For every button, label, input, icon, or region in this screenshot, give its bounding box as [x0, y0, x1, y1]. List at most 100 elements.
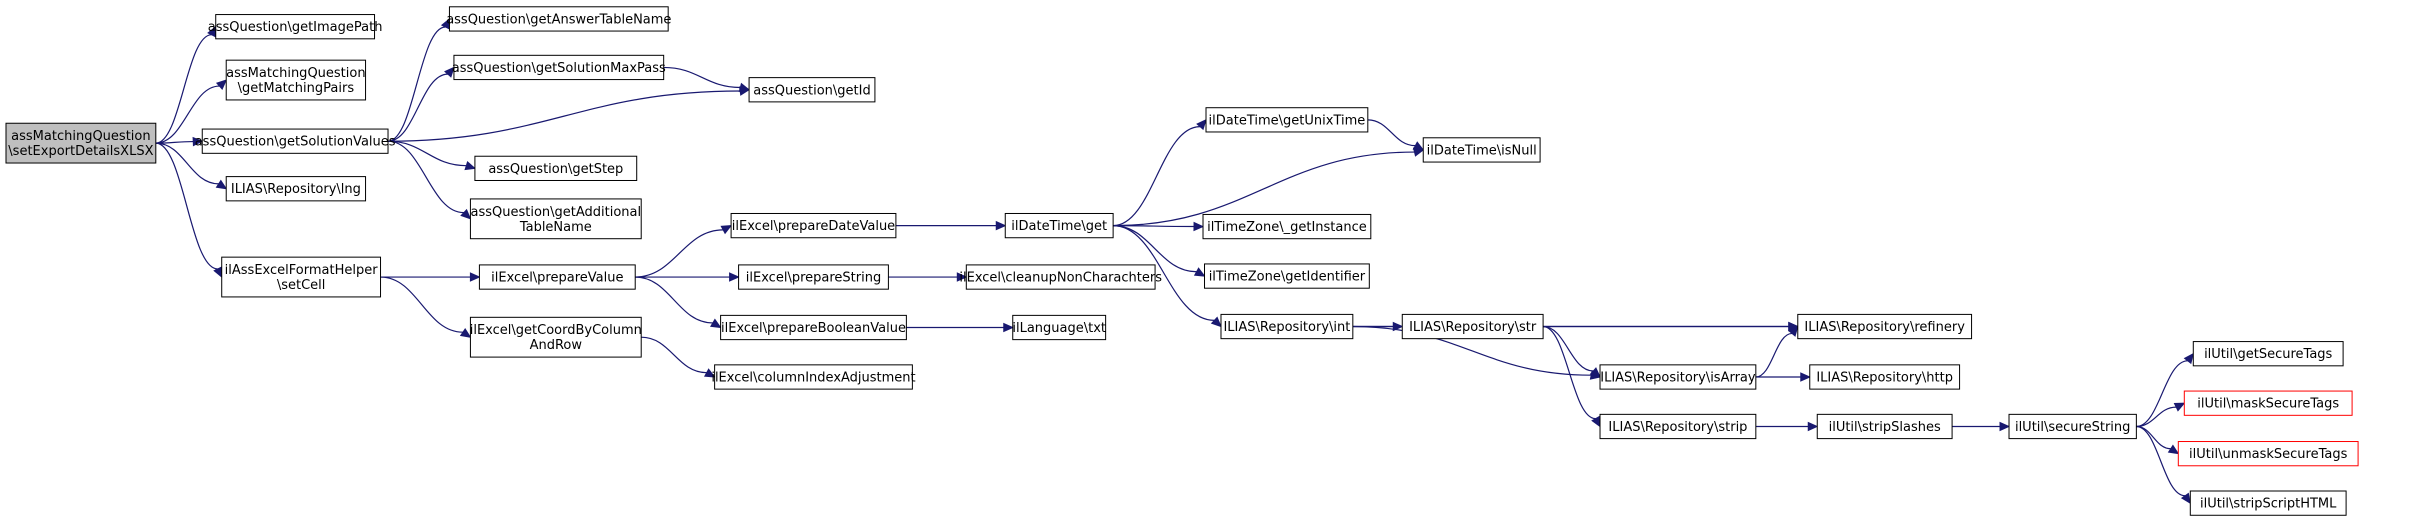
edge-set-cell-to-get-coord-by-column-and-row [380, 276, 472, 338]
node-tz-get-instance[interactable]: ilTimeZone\_getInstance [1202, 213, 1372, 240]
node-get-image-path[interactable]: assQuestion\getImagePath [208, 14, 383, 40]
arrowhead [738, 82, 751, 92]
node-prepare-value[interactable]: ilExcel\prepareValue [478, 264, 636, 290]
node-get-secure-tags[interactable]: ilUtil\getSecureTags [2192, 341, 2344, 367]
node-label: ILIAS\Repository\refinery [1804, 320, 1965, 335]
node-repo-int[interactable]: ILIAS\Repository\int [1220, 313, 1354, 340]
arrowhead [2180, 492, 2192, 505]
node-label: ilExcel\prepareValue [491, 271, 623, 286]
node-cleanup-non-charachters[interactable]: ilExcel\cleanupNonCharachters [959, 264, 1162, 290]
edge-dt-get-to-get-unix-time [1113, 118, 1207, 227]
node-box [225, 176, 367, 202]
arrowhead [464, 160, 477, 171]
node-secure-string[interactable]: ilUtil\secureString [2008, 413, 2137, 440]
node-strip-script-html[interactable]: ilUtil\stripScriptHTML [2189, 490, 2347, 516]
node-root[interactable]: assMatchingQuestion\setExportDetailsXLSX [5, 122, 157, 164]
nodes-layer: assMatchingQuestion\setExportDetailsXLSX… [5, 6, 2359, 516]
edge-line [2136, 360, 2188, 428]
node-get-step[interactable]: assQuestion\getStep [474, 155, 638, 181]
node-label: ILIAS\Repository\int [1223, 320, 1350, 335]
node-lng[interactable]: ILIAS\Repository\lng [225, 176, 367, 202]
node-get-matching-pairs[interactable]: assMatchingQuestion\getMatchingPairs [225, 59, 367, 101]
node-box [2177, 441, 2359, 467]
node-label: ILIAS\Repository\lng [231, 182, 361, 197]
edge-line [155, 85, 220, 144]
node-set-cell[interactable]: ilAssExcelFormatHelper\setCell [221, 256, 382, 298]
node-label: ilDateTime\get [1011, 219, 1107, 234]
arrowhead [215, 179, 228, 190]
node-label: TableName [519, 220, 592, 235]
edge-get-coord-by-column-and-row-to-column-index-adjustment [641, 336, 716, 378]
arrowhead [1210, 316, 1222, 328]
node-box [965, 264, 1156, 290]
edge-prepare-string-to-cleanup-non-charachters [888, 272, 968, 282]
edge-is-array-to-http [1755, 372, 1811, 382]
node-label: AndRow [530, 338, 583, 353]
node-label: ilExcel\getCoordByColumn [470, 323, 642, 338]
edge-line [387, 26, 446, 142]
node-mask-secure-tags[interactable]: ilUtil\maskSecureTags [2183, 390, 2353, 416]
node-unmask-secure-tags[interactable]: ilUtil\unmaskSecureTags [2177, 441, 2359, 467]
node-is-array[interactable]: ILIAS\Repository\isArray [1599, 364, 1757, 390]
node-get-answer-table-name[interactable]: assQuestion\getAnswerTableName [446, 6, 671, 32]
edge-line [155, 142, 218, 270]
arrowhead [2167, 444, 2180, 455]
node-tz-get-identifier[interactable]: ilTimeZone\getIdentifier [1204, 263, 1370, 289]
node-label: assQuestion\getSolutionValues [195, 135, 396, 150]
node-repo-str[interactable]: ILIAS\Repository\str [1401, 313, 1544, 340]
arrowhead [459, 327, 472, 338]
node-repo-strip[interactable]: ILIAS\Repository\strip [1599, 413, 1757, 440]
node-box [1797, 313, 1973, 340]
arrowhead [460, 208, 472, 220]
node-label: ilTimeZone\getIdentifier [1209, 270, 1366, 285]
arrowhead [956, 272, 968, 282]
node-label: \getMatchingPairs [238, 81, 355, 96]
node-label: ilExcel\prepareDateValue [732, 219, 895, 234]
node-prepare-boolean-value[interactable]: ilExcel\prepareBooleanValue [720, 314, 907, 341]
node-box [730, 212, 897, 239]
arrowhead [2183, 352, 2195, 365]
node-label: ilExcel\cleanupNonCharachters [959, 271, 1162, 286]
arrowhead [1589, 367, 1601, 378]
node-box [5, 122, 157, 164]
edge-line [635, 276, 713, 324]
node-column-index-adjustment[interactable]: ilExcel\columnIndexAdjustment [711, 364, 916, 390]
arrowhead [729, 272, 740, 282]
node-box [478, 264, 636, 290]
edge-secure-string-to-get-secure-tags [2136, 352, 2195, 428]
edge-root-to-set-cell [155, 142, 223, 279]
node-box [1599, 413, 1757, 440]
node-box [1809, 364, 1961, 390]
node-box [1816, 413, 1953, 440]
edge-root-to-lng [155, 142, 228, 190]
node-get-solution-max-pass[interactable]: assQuestion\getSolutionMaxPass [452, 54, 666, 81]
edge-line [635, 229, 724, 278]
node-get-id[interactable]: assQuestion\getId [748, 77, 876, 103]
node-box [225, 59, 367, 101]
node-get-solution-values[interactable]: assQuestion\getSolutionValues [195, 128, 396, 154]
arrowhead [703, 368, 716, 378]
node-prepare-date-value[interactable]: ilExcel\prepareDateValue [730, 212, 897, 239]
node-is-null[interactable]: ilDateTime\isNull [1422, 137, 1541, 163]
arrowhead [1807, 421, 1819, 432]
arrowhead [1392, 321, 1404, 332]
edge-prepare-date-value-to-dt-get [895, 220, 1007, 231]
node-lang-txt[interactable]: ilLanguage\txt [1012, 314, 1107, 341]
edge-line [1113, 151, 1415, 227]
node-box [469, 316, 642, 358]
node-prepare-string[interactable]: ilExcel\prepareString [738, 264, 889, 290]
node-get-unix-time[interactable]: ilDateTime\getUnixTime [1205, 107, 1369, 133]
node-http[interactable]: ILIAS\Repository\http [1809, 364, 1961, 390]
edge-line [155, 34, 212, 144]
node-label: ilExcel\prepareBooleanValue [721, 321, 906, 336]
edge-line [1542, 325, 1596, 420]
edge-secure-string-to-unmask-secure-tags [2136, 425, 2180, 455]
node-refinery[interactable]: ILIAS\Repository\refinery [1797, 313, 1973, 340]
edge-line [388, 90, 741, 142]
node-strip-slashes[interactable]: ilUtil\stripSlashes [1816, 413, 1953, 440]
node-label: ILIAS\Repository\str [1409, 320, 1537, 335]
node-dt-get[interactable]: ilDateTime\get [1004, 212, 1114, 239]
node-label: ilUtil\unmaskSecureTags [2189, 447, 2348, 462]
